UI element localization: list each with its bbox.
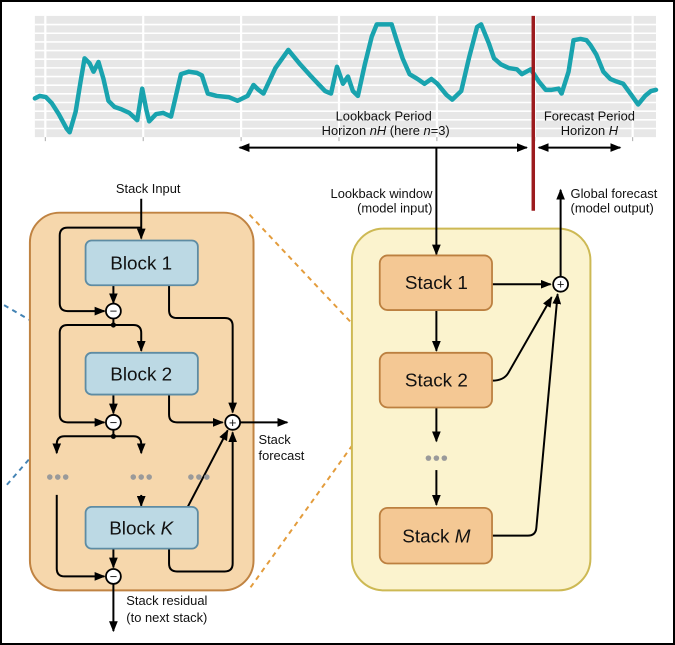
blockK-forecast-to-plus bbox=[168, 431, 238, 573]
stack2-forecast-to-plus bbox=[492, 296, 553, 382]
stack-plus-circle bbox=[224, 414, 242, 431]
plus-operator-global: + bbox=[552, 275, 569, 293]
stack-detail-panel: Block 1 Block 2 Block K − − − + bbox=[28, 181, 305, 633]
stack2-label: Stack 2 bbox=[405, 371, 468, 392]
block2-forecast-to-plus bbox=[168, 394, 224, 427]
blockK-label-prefix: Block bbox=[109, 519, 160, 540]
global-forecast-label-line2: (model output) bbox=[571, 201, 654, 216]
minus2-circle bbox=[105, 414, 122, 431]
residual2-skip-down bbox=[52, 435, 114, 455]
minus-operator-1: − bbox=[105, 302, 122, 320]
minus-icon: − bbox=[110, 304, 118, 319]
stack-node-2: Stack 2 bbox=[378, 351, 493, 409]
horizon-prefix: Horizon bbox=[561, 123, 609, 138]
stackM-forecast-to-plus bbox=[492, 293, 562, 537]
ellipsis-dots-stacks bbox=[425, 455, 448, 461]
block1-box bbox=[84, 239, 199, 287]
junction-dot bbox=[110, 433, 116, 439]
minus-icon: − bbox=[110, 415, 118, 430]
block-node-K: Block K bbox=[84, 505, 199, 550]
stack-node-1: Stack 1 bbox=[378, 254, 493, 311]
global-model-panel: Stack 1 Stack 2 Stack M + Lookback windo… bbox=[331, 148, 658, 592]
plus-icon: + bbox=[229, 415, 237, 430]
junction-dot bbox=[110, 322, 116, 328]
stack1-label: Stack 1 bbox=[405, 273, 468, 294]
stack1-box bbox=[378, 254, 493, 311]
model-container bbox=[350, 227, 592, 592]
stack-forecast-label-line2: forecast bbox=[258, 448, 304, 463]
stackM-label-var: M bbox=[455, 527, 471, 548]
residual1-skip-to-minus2 bbox=[58, 323, 114, 427]
block1-label: Block 1 bbox=[110, 253, 172, 274]
orange-dashed-connector-top bbox=[248, 213, 380, 353]
block-node-1: Block 1 bbox=[84, 239, 199, 287]
minus1-circle bbox=[105, 302, 122, 320]
ellipsis-dots-right bbox=[188, 474, 210, 480]
ellipsis-dots-middle bbox=[130, 474, 152, 480]
residual1-to-block2 bbox=[113, 323, 146, 352]
horizon-var-n: n bbox=[424, 123, 431, 138]
stackM-label-prefix: Stack bbox=[402, 527, 454, 548]
minusK-circle bbox=[105, 568, 122, 585]
horizon-suffix: =3) bbox=[431, 123, 450, 138]
global-plus-circle bbox=[552, 275, 569, 293]
blockK-label: Block K bbox=[109, 519, 174, 540]
stack-forecast-label-line1: Stack bbox=[258, 432, 291, 447]
stackM-label: Stack M bbox=[402, 527, 470, 548]
minus-icon: − bbox=[110, 569, 118, 584]
block-node-2: Block 2 bbox=[84, 351, 199, 396]
forecast-period-label: Forecast Period bbox=[544, 108, 635, 123]
stack-input-label: Stack Input bbox=[116, 181, 181, 196]
skip-to-minusK bbox=[55, 494, 106, 581]
stack2-box bbox=[378, 351, 493, 409]
plus-operator-stack: + bbox=[224, 414, 242, 431]
horizon-var-nH: nH bbox=[370, 123, 387, 138]
horizon-mid: (here bbox=[386, 123, 423, 138]
blockK-label-var: K bbox=[161, 519, 175, 540]
block1-forecast-to-plus bbox=[168, 285, 238, 414]
blockK-box bbox=[84, 505, 199, 550]
plus-icon: + bbox=[557, 277, 565, 292]
block2-label: Block 2 bbox=[110, 365, 172, 386]
stack-residual-label-line1: Stack residual bbox=[126, 593, 207, 608]
stackM-box bbox=[378, 506, 493, 565]
residual2-down bbox=[113, 435, 146, 455]
lookback-window-label-line1: Lookback window bbox=[331, 186, 434, 201]
horizon-prefix: Horizon bbox=[322, 123, 370, 138]
lookback-window-label-line2: (model input) bbox=[357, 201, 432, 216]
stack-node-M: Stack M bbox=[378, 506, 493, 565]
minus-operator-2: − bbox=[105, 414, 122, 431]
time-series-chart bbox=[32, 15, 659, 211]
series-line bbox=[32, 22, 659, 135]
input-skip-to-minus1 bbox=[58, 226, 142, 316]
forecast-horizon-label: Horizon H bbox=[561, 123, 619, 138]
lookback-horizon-label: Horizon nH (here n=3) bbox=[322, 123, 450, 138]
stack-residual-label-line2: (to next stack) bbox=[126, 610, 207, 625]
block2-box bbox=[84, 351, 199, 396]
minus-operator-K: − bbox=[105, 568, 122, 585]
horizon-var-H: H bbox=[609, 123, 619, 138]
plot-gridlines bbox=[34, 15, 657, 142]
lookback-period-label: Lookback Period bbox=[336, 108, 432, 123]
global-forecast-label-line1: Global forecast bbox=[571, 186, 658, 201]
ellipsis-dots-left bbox=[47, 474, 69, 480]
chart-annotations: Lookback Period Horizon nH (here n=3) Fo… bbox=[238, 108, 635, 152]
